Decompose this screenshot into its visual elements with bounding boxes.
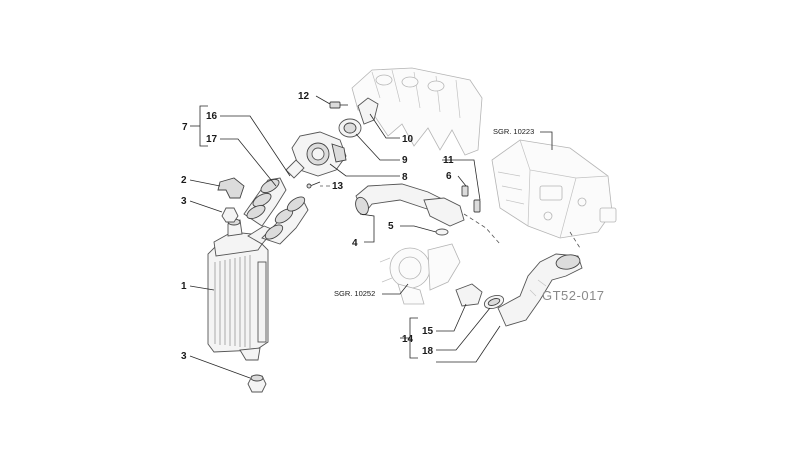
screw-13 [306, 181, 321, 189]
reference-sgr-10223: SGR. 10223 [493, 127, 534, 136]
intercooler-outlet-hose [261, 196, 309, 245]
turbo-outlet-sleeve [455, 283, 483, 307]
callout-11: 11 [443, 155, 454, 166]
callout-4: 4 [352, 238, 358, 249]
intercooler-inlet-hose [243, 177, 287, 227]
callout-10: 10 [402, 134, 414, 145]
callout-17: 17 [206, 134, 218, 145]
callout-1: 1 [181, 281, 187, 292]
callout-3-lower: 3 [181, 351, 187, 362]
callout-labels: 7 16 17 2 3 1 3 12 10 9 8 13 11 6 5 4 14… [181, 91, 605, 362]
charge-air-pipe [355, 183, 465, 227]
intercooler [207, 218, 275, 361]
intake-manifold-ghost [351, 67, 483, 156]
turbo-air-hose [497, 253, 583, 327]
callout-3-upper: 3 [181, 196, 187, 207]
intercooler-fins [214, 255, 251, 348]
elbow-sleeve [217, 177, 245, 199]
turbocharger-ghost [379, 243, 461, 305]
intake-gasket [357, 97, 379, 125]
rubber-mount-upper [221, 207, 239, 223]
callout-2: 2 [181, 175, 187, 186]
intake-adapter-sleeve [338, 118, 362, 138]
hose-clamp [483, 294, 505, 310]
callout-6: 6 [446, 171, 452, 182]
throttle-body [285, 131, 347, 179]
leader-lines [189, 95, 581, 379]
diagram-code: GT52-017 [542, 288, 605, 303]
callout-14: 14 [402, 334, 414, 345]
bolt-11 [473, 199, 481, 213]
callout-5: 5 [388, 221, 394, 232]
reference-sgr-10252: SGR. 10252 [334, 289, 375, 298]
callout-15: 15 [422, 326, 434, 337]
rubber-mount-lower [247, 374, 267, 393]
callout-12: 12 [298, 91, 310, 102]
callout-8: 8 [402, 172, 408, 183]
bolt-6 [461, 185, 469, 197]
engine-block-ghost [491, 139, 617, 239]
callout-13: 13 [332, 181, 344, 192]
bolt-12 [329, 101, 348, 109]
callout-9: 9 [402, 155, 408, 166]
o-ring [435, 228, 449, 236]
callout-7: 7 [182, 122, 188, 133]
callout-18: 18 [422, 346, 434, 357]
callout-16: 16 [206, 111, 218, 122]
